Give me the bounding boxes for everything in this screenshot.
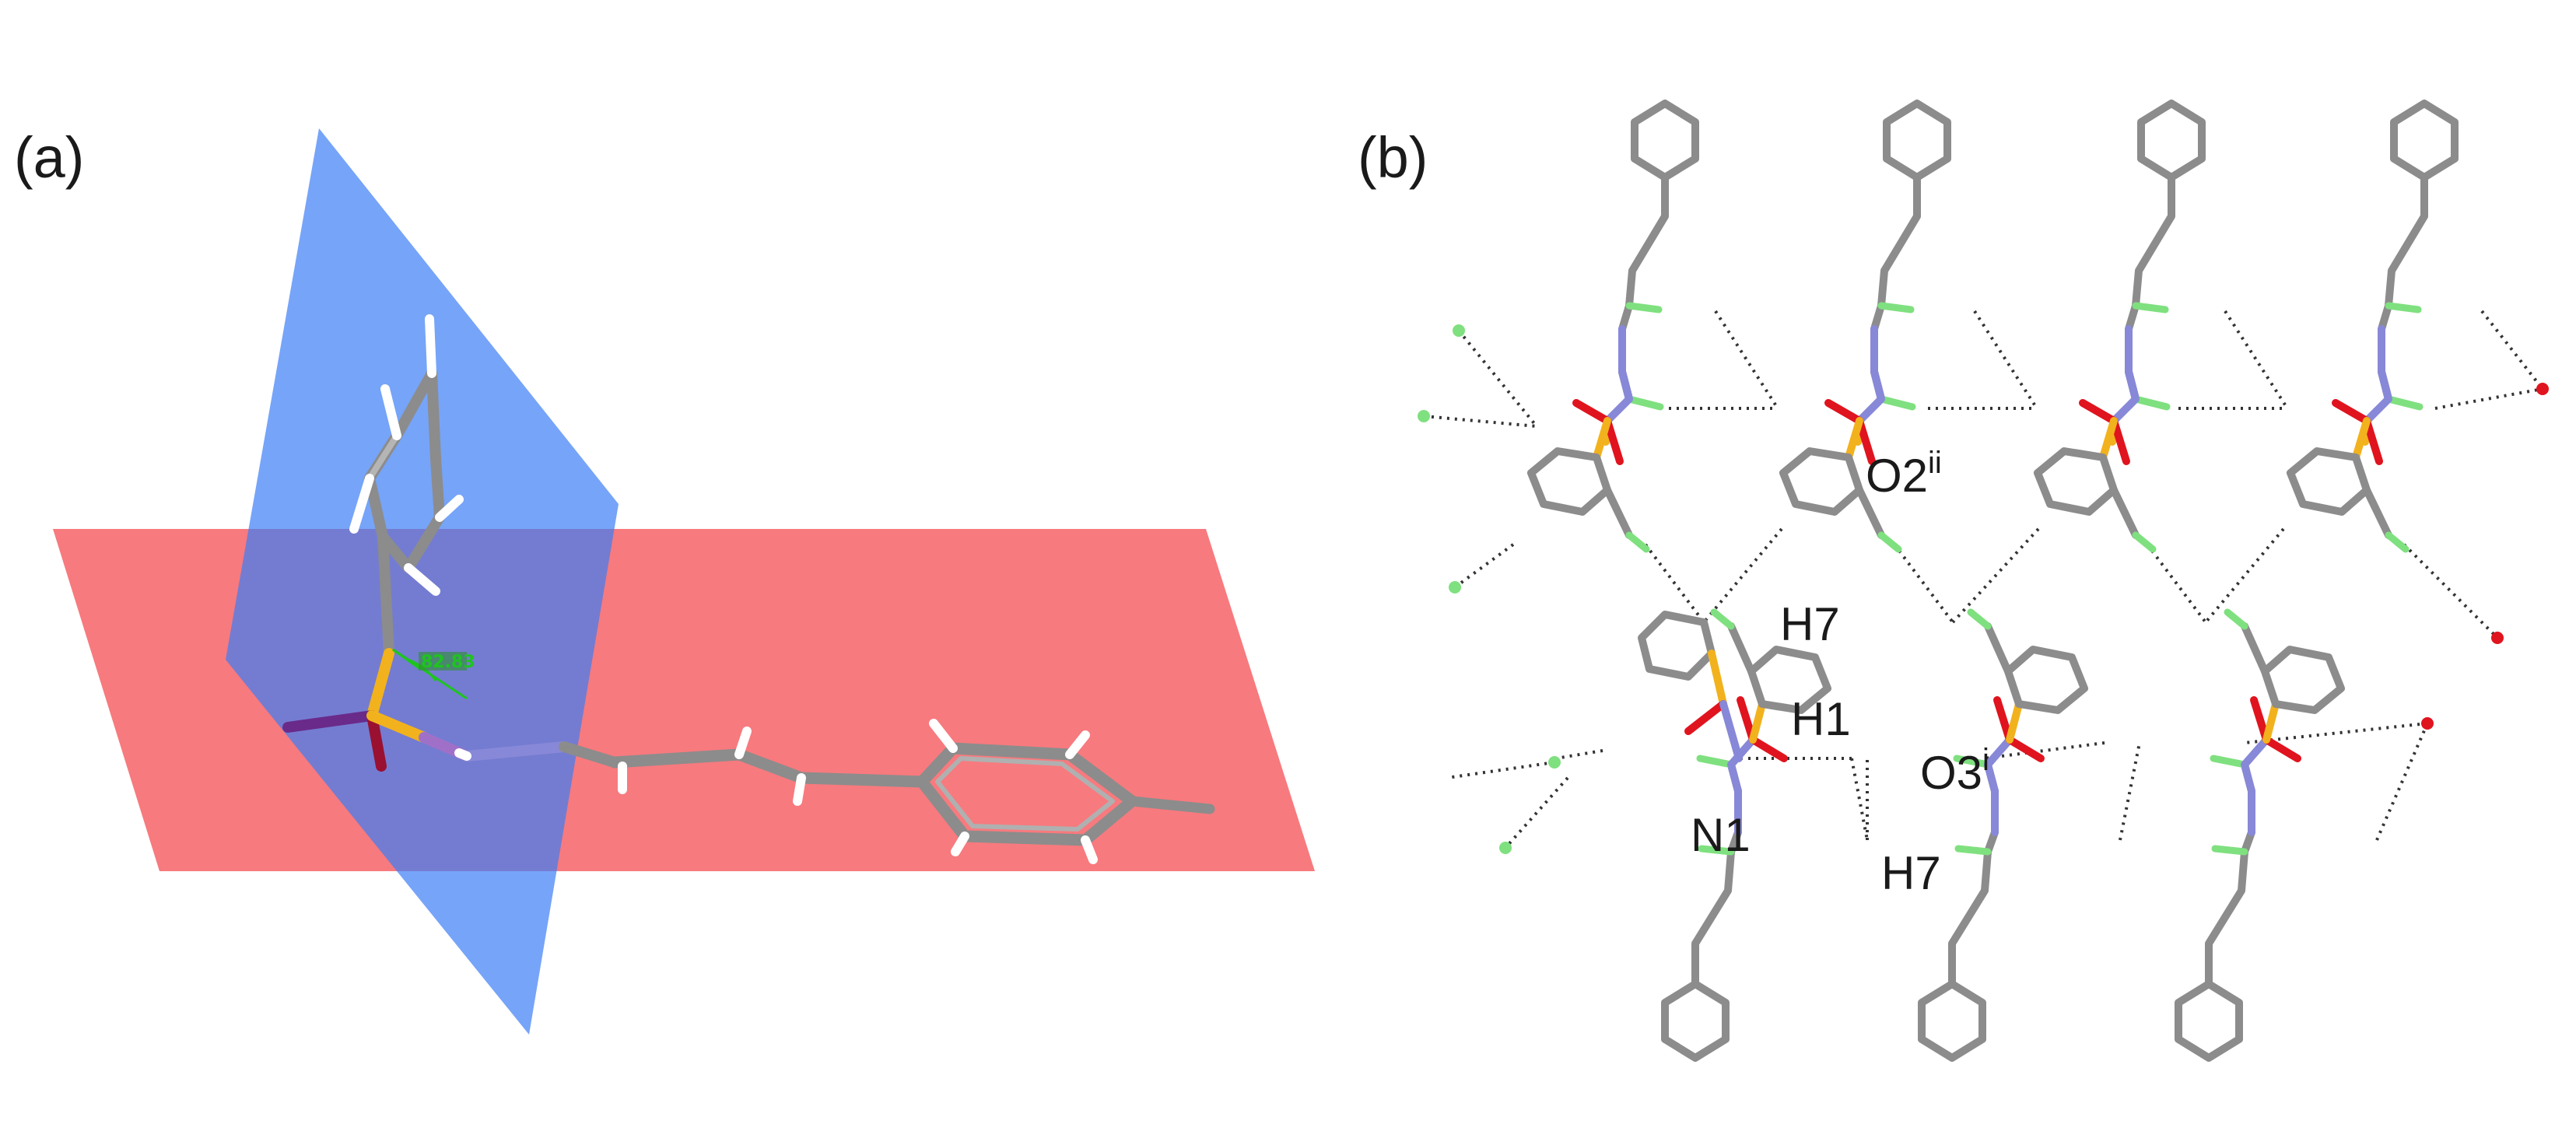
panel-a: (a) (14, 125, 1315, 1035)
molecule-chain-upper (1531, 103, 2455, 549)
label-h7-lower: H7 (1881, 847, 1941, 899)
molecule-chain-lower (1665, 612, 2341, 1058)
label-o3-text: O3 (1920, 747, 1982, 799)
hydrogen-bonds (1423, 310, 2544, 849)
label-n1: N1 (1691, 809, 1751, 861)
contact-atoms (1418, 324, 2549, 854)
panel-b: (b) (1358, 103, 2549, 1058)
label-o2-text: O2 (1866, 450, 1928, 502)
panel-b-label: (b) (1358, 125, 1428, 190)
molecule-a (282, 314, 1215, 864)
molecule-partial-left (1638, 611, 1743, 762)
label-h7-upper: H7 (1780, 598, 1840, 650)
label-h1: H1 (1791, 693, 1851, 745)
angle-readout: 82.83 (421, 653, 475, 672)
angle-marker: 82.83 (392, 648, 475, 700)
panel-a-label: (a) (14, 125, 84, 190)
label-o2: O2ii (1866, 446, 1942, 502)
label-o2-sup: ii (1928, 446, 1942, 480)
label-o3: O3i (1920, 743, 1989, 799)
label-o3-sup: i (1982, 743, 1989, 777)
